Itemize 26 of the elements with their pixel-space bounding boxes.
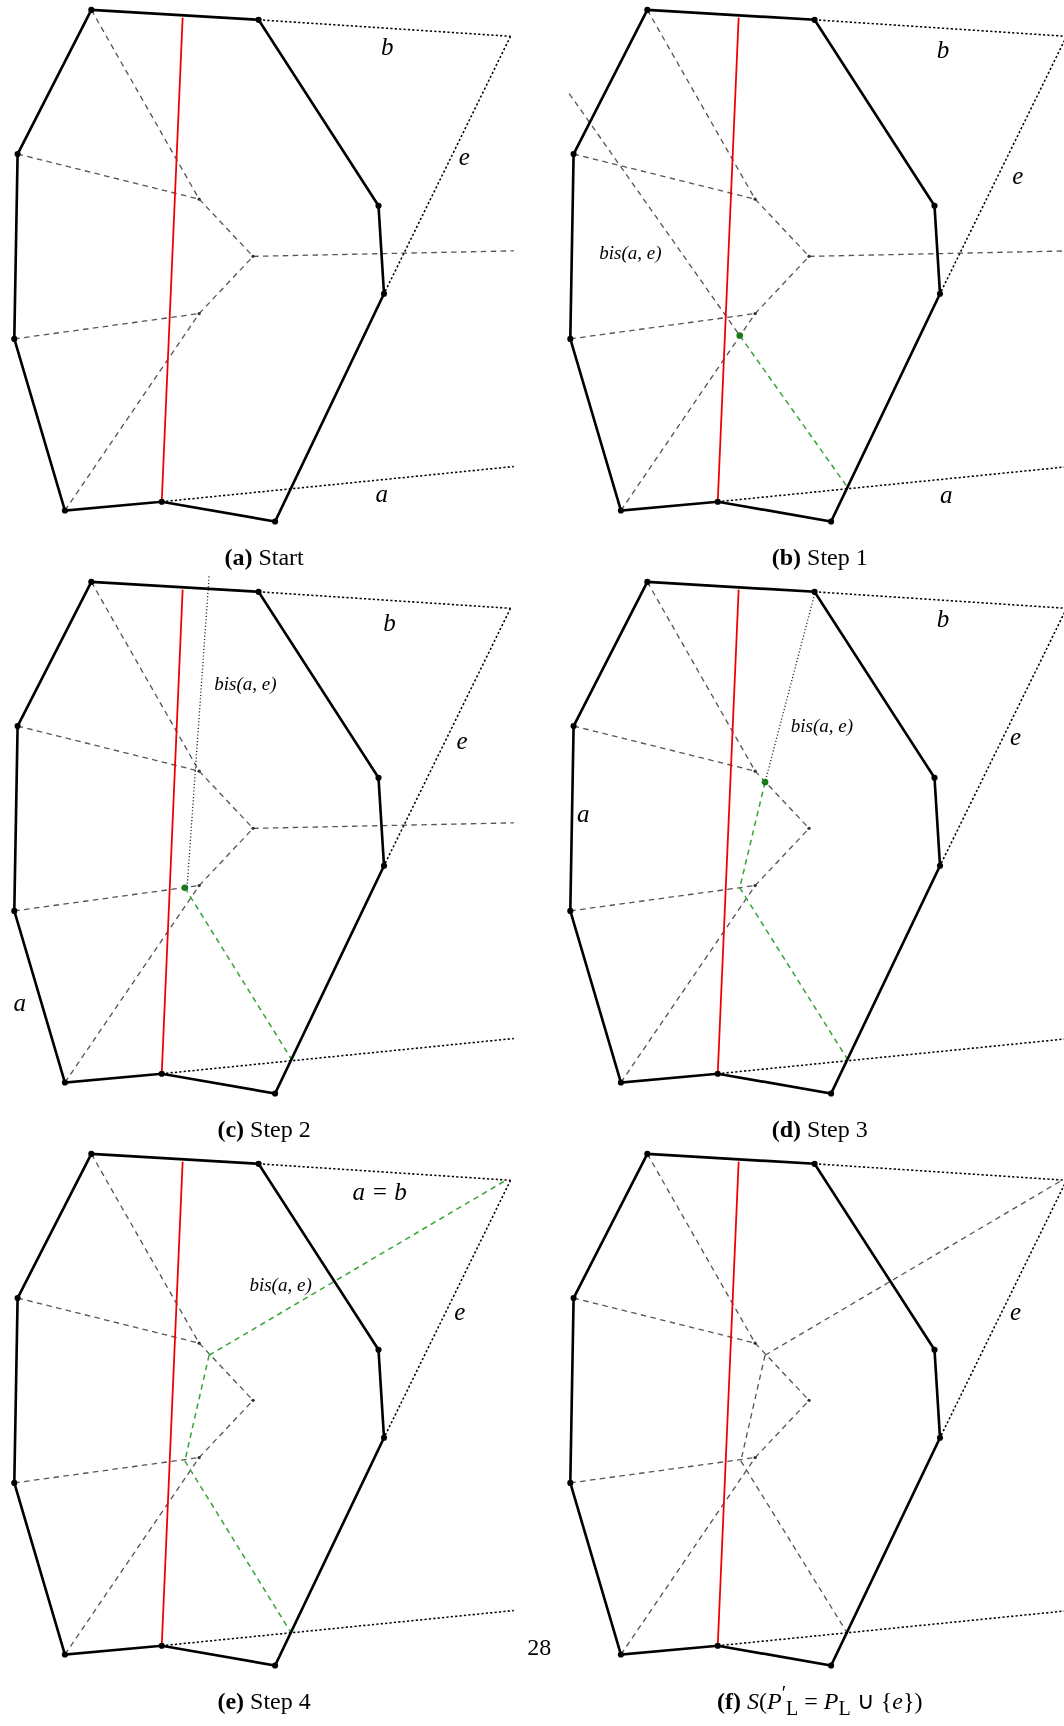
math-label: a (13, 989, 27, 1018)
math-label: b (381, 33, 394, 62)
subfigure-caption: (a) Start (224, 543, 304, 571)
math-label: e (1012, 162, 1024, 191)
math-label: e (454, 1297, 466, 1326)
math-label: bis(a, e) (599, 242, 662, 265)
page-number: 28 (527, 1633, 552, 1661)
subfigure-caption: (d) Step 3 (771, 1115, 868, 1143)
math-label: a (576, 800, 590, 829)
math-label: b (936, 35, 950, 64)
math-label: a = b (352, 1177, 407, 1206)
math-label: e (1010, 1297, 1022, 1326)
math-label: e (458, 143, 470, 172)
math-label: b (383, 608, 396, 637)
math-label: e (1010, 723, 1022, 752)
math-label: bis(a, e) (214, 673, 277, 696)
math-label: bis(a, e) (249, 1274, 312, 1297)
math-label: bis(a, e) (790, 715, 854, 738)
subfigure-caption: (c) Step 2 (217, 1115, 311, 1143)
math-label: e (456, 726, 468, 755)
math-label: b (936, 605, 950, 634)
math-label: a (375, 480, 389, 509)
subfigure-caption: (e) Step 4 (217, 1687, 311, 1715)
subfigure-caption: (b) Step 1 (771, 543, 868, 571)
math-label: a (940, 481, 953, 510)
subfigure-caption: (f) S(P$^{′}$$_{L}$ = P$_{L}$ ∪ {e}) (717, 1682, 923, 1720)
